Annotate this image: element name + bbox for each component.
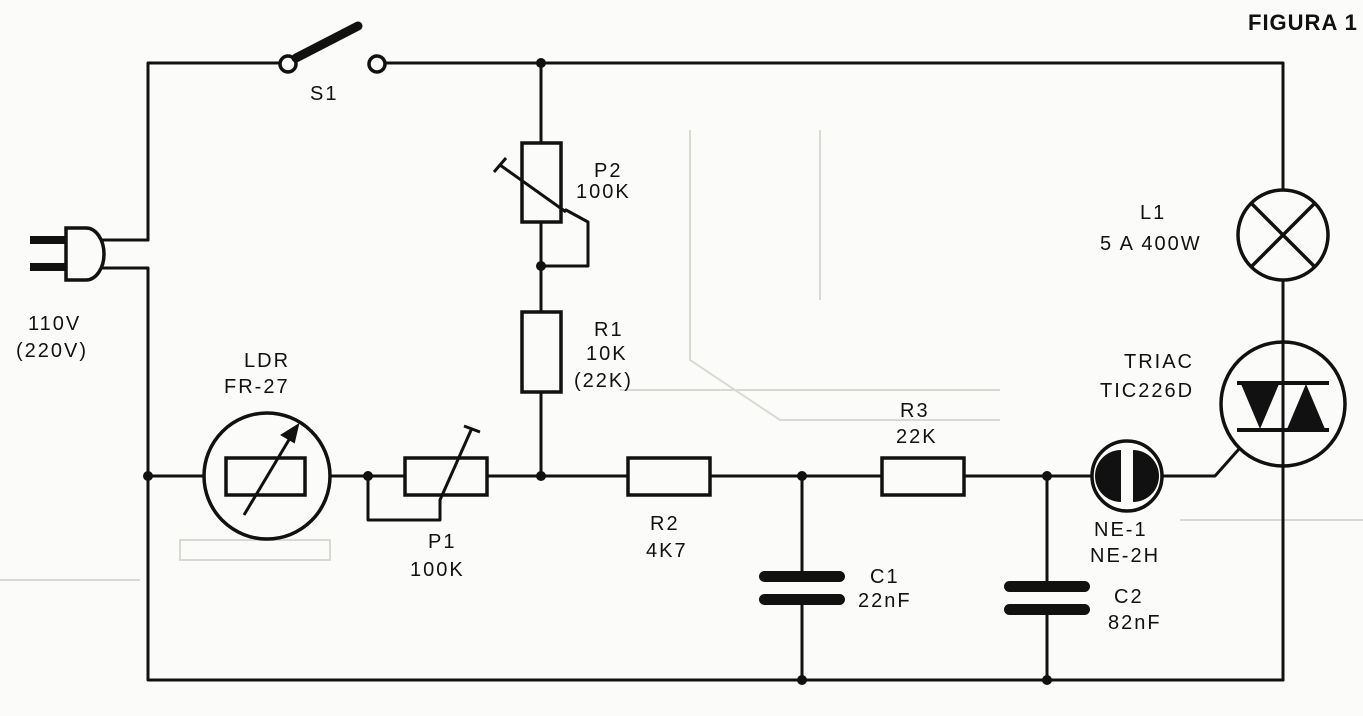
label-supply-alt: (220V) <box>16 340 88 362</box>
label-s1: S1 <box>310 83 338 105</box>
resistor-r3 <box>880 456 966 497</box>
label-p2-name: P2 <box>594 160 622 182</box>
label-r1-name: R1 <box>594 319 624 341</box>
ldr-sensor <box>202 411 332 541</box>
potentiometer-p2 <box>492 141 567 224</box>
plug-icon <box>30 226 106 282</box>
label-c2-value: 82nF <box>1108 612 1162 634</box>
capacitor-c1 <box>759 571 845 605</box>
triac <box>1219 340 1347 468</box>
label-ldr-model: FR-27 <box>224 376 290 398</box>
label-c1-name: C1 <box>870 566 900 588</box>
capacitor-c2 <box>1004 581 1090 615</box>
switch-s1 <box>278 21 387 74</box>
label-neon-name: NE-1 <box>1094 519 1148 541</box>
label-triac-name: TRIAC <box>1124 351 1194 373</box>
label-p1-name: P1 <box>428 531 456 553</box>
label-l1-rating: 5 A 400W <box>1100 233 1202 255</box>
resistor-r1 <box>520 310 563 394</box>
junctions <box>143 58 1052 685</box>
potentiometer-p1 <box>403 424 489 501</box>
label-l1-name: L1 <box>1140 202 1166 224</box>
labels: FIGURA 1 S1 P2 100K R1 10K (22K) LDR FR-… <box>16 10 1358 634</box>
neon-lamp <box>1090 439 1164 513</box>
label-c2-name: C2 <box>1114 586 1144 608</box>
label-c1-value: 22nF <box>858 590 912 612</box>
label-r1-value: 10K <box>586 343 628 365</box>
label-supply-voltage: 110V <box>28 313 81 335</box>
label-r2-name: R2 <box>650 513 680 535</box>
label-r3-name: R3 <box>900 400 930 422</box>
label-r1-alt: (22K) <box>574 370 633 392</box>
label-r2-value: 4K7 <box>646 540 688 562</box>
lamp-l1 <box>1236 188 1330 282</box>
wires <box>101 61 1285 682</box>
label-p2-value: 100K <box>576 181 631 203</box>
label-r3-value: 22K <box>896 426 938 448</box>
figure-label: FIGURA 1 <box>1248 10 1358 35</box>
label-neon-alt: NE-2H <box>1090 545 1160 567</box>
resistor-r2 <box>626 456 712 497</box>
label-p1-value: 100K <box>410 559 465 581</box>
label-ldr-name: LDR <box>244 350 290 372</box>
background-show-through <box>0 130 1363 581</box>
label-triac-model: TIC226D <box>1100 380 1194 402</box>
